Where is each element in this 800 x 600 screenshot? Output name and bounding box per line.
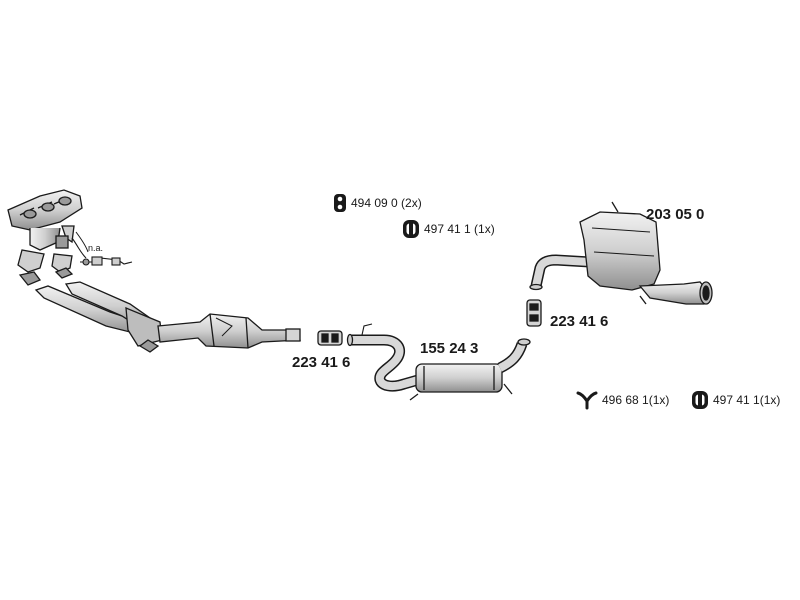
accessory-rubber-mount: 494 09 0 (2x) (333, 193, 422, 213)
manifold-flanges (17, 249, 74, 286)
accessory-clamp-ring-top: 497 41 1 (1x) (402, 219, 495, 239)
clamp-ring-icon (403, 220, 419, 238)
na-leader-line (75, 231, 89, 253)
rubber-mount-icon (334, 194, 346, 212)
front-pipe-y-section (34, 281, 163, 353)
rubber-mount-part-number: 494 09 0 (2x) (351, 196, 422, 210)
rear-silencer (529, 201, 713, 305)
lambda-sensor (71, 237, 133, 266)
front-clamp-part-number: 223 41 6 (292, 354, 351, 371)
clamp-ring-icon (692, 391, 708, 409)
exhaust-manifold (7, 189, 83, 251)
y-hanger-icon (576, 391, 598, 410)
rear-silencer-part-number: 203 05 0 (646, 206, 705, 223)
middle-silencer-part-number: 155 24 3 (420, 340, 479, 357)
rear-clamp-part-number: 223 41 6 (550, 313, 609, 330)
front-pipe-clamp (317, 330, 343, 346)
clamp-ring-top-part-number: 497 41 1 (1x) (424, 222, 495, 236)
accessory-y-hanger: 496 68 1(1x) (576, 390, 669, 410)
na-label: n.a. (88, 243, 104, 253)
middle-silencer (346, 323, 531, 401)
rear-pipe-clamp (526, 299, 542, 327)
clamp-ring-bottom-part-number: 497 41 1(1x) (713, 393, 781, 407)
catalytic-converter (157, 313, 301, 349)
accessory-clamp-ring-bottom: 497 41 1(1x) (691, 390, 780, 410)
y-hanger-part-number: 496 68 1(1x) (602, 393, 670, 407)
